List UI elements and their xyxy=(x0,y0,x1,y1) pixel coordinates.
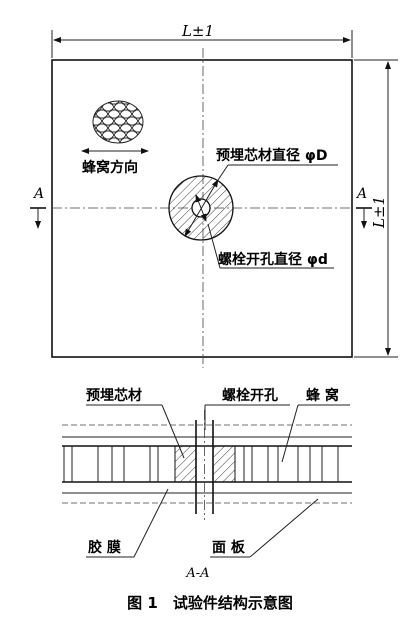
honeycomb-cell xyxy=(131,101,143,105)
honeycomb-cell xyxy=(126,89,138,97)
section-mark-right-label: A xyxy=(355,186,367,202)
face-sheet-label: 面 板 xyxy=(212,539,246,556)
section-mark-left-label: A xyxy=(32,186,44,202)
honeycomb-walls xyxy=(63,446,339,482)
bolt-hole-diameter-label: 螺栓开孔直径 φd xyxy=(218,251,328,268)
honeycomb-cell xyxy=(137,102,143,112)
honeycomb-cell xyxy=(144,110,156,118)
honeycomb-cell xyxy=(131,123,143,133)
honeycomb-cell xyxy=(107,101,121,105)
honeycomb-cell xyxy=(162,89,174,97)
honeycomb-cell xyxy=(72,138,84,146)
honeycomb-cell xyxy=(78,145,90,153)
insert-section-left xyxy=(174,445,197,483)
honeycomb-cell xyxy=(131,109,143,119)
top-view: L±1 L±1 A A 蜂窝方 xyxy=(30,22,398,368)
adhesive-callout: 胶 膜 xyxy=(86,488,169,558)
honeycomb-cell xyxy=(162,117,174,125)
adhesive-label: 胶 膜 xyxy=(88,539,121,556)
honeycomb-cell xyxy=(162,145,174,153)
section-mark-left: A xyxy=(30,186,46,229)
honeycomb-cell xyxy=(156,138,168,146)
insert-diameter-label: 预埋芯材直径 φD xyxy=(216,147,327,164)
honeycomb-callout: 蜂 窝 xyxy=(281,387,350,463)
honeycomb-cell xyxy=(95,101,109,105)
honeycomb-cell xyxy=(156,124,168,132)
honeycomb-cell xyxy=(144,124,156,132)
honeycomb-cell xyxy=(162,103,174,111)
honeycomb-cell xyxy=(114,89,126,97)
width-dimension: L±1 xyxy=(51,22,353,58)
honeycomb-cell xyxy=(114,145,126,153)
honeycomb-cell xyxy=(93,137,97,143)
honeycomb-direction: 蜂窝方向 xyxy=(81,148,149,176)
honeycomb-cell xyxy=(78,89,90,97)
honeycomb-cell xyxy=(102,89,114,97)
height-dimension: L±1 xyxy=(354,59,398,358)
embedded-insert xyxy=(168,175,234,241)
honeycomb-cell xyxy=(102,145,114,153)
honeycomb-cell xyxy=(78,103,90,111)
honeycomb-cell xyxy=(90,89,102,97)
honeycomb-cell xyxy=(150,103,162,111)
honeycomb-cell xyxy=(144,138,156,146)
honeycomb-cell xyxy=(72,110,84,118)
honeycomb-cell xyxy=(78,131,90,139)
honeycomb-cell xyxy=(162,131,174,139)
honeycomb-cell xyxy=(90,145,102,153)
honeycomb-cell xyxy=(72,96,84,104)
honeycomb-cell xyxy=(131,137,143,143)
figure-caption: 图 1 试验件结构示意图 xyxy=(127,594,293,612)
insert-section-right xyxy=(212,445,236,483)
honeycomb-cell xyxy=(144,96,156,104)
honeycomb-cell xyxy=(150,145,162,153)
section-view: 预埋芯材 螺栓开孔 蜂 窝 胶 膜 面 板 A-A xyxy=(62,387,352,581)
honeycomb-cell xyxy=(150,117,162,125)
honeycomb-cell xyxy=(138,89,150,97)
honeycomb-cell xyxy=(93,101,97,105)
width-dim-label: L±1 xyxy=(181,22,214,40)
honeycomb-cell xyxy=(150,131,162,139)
height-dim-label: L±1 xyxy=(370,196,388,229)
bolt-hole-diameter-callout: 螺栓开孔直径 φd xyxy=(207,223,334,269)
honeycomb-cell xyxy=(156,110,168,118)
honeycomb-cell xyxy=(137,130,143,140)
face-sheet-callout: 面 板 xyxy=(210,498,319,558)
honeycomb-cell xyxy=(78,117,90,125)
insert-label: 预埋芯材 xyxy=(86,387,142,404)
plate-outline xyxy=(51,59,353,358)
honeycomb-pattern xyxy=(72,89,174,153)
insert-diameter-callout: 预埋芯材直径 φD xyxy=(216,147,338,181)
bolt-hole-label: 螺栓开孔 xyxy=(222,387,278,404)
honeycomb-cell xyxy=(72,124,84,132)
honeycomb-cell xyxy=(138,145,150,153)
honeycomb-label: 蜂 窝 xyxy=(306,387,339,404)
section-name: A-A xyxy=(185,566,209,581)
honeycomb-cell xyxy=(119,101,133,105)
honeycomb-cell xyxy=(150,89,162,97)
section-mark-right: A xyxy=(355,186,372,229)
bolt-hole-callout: 螺栓开孔 xyxy=(204,387,290,430)
honeycomb-direction-label: 蜂窝方向 xyxy=(82,159,138,176)
honeycomb-cell xyxy=(156,96,168,104)
honeycomb-cell xyxy=(95,137,109,143)
insert-callout: 预埋芯材 xyxy=(86,387,185,459)
honeycomb-cell xyxy=(137,116,143,126)
honeycomb-cell xyxy=(126,145,138,153)
